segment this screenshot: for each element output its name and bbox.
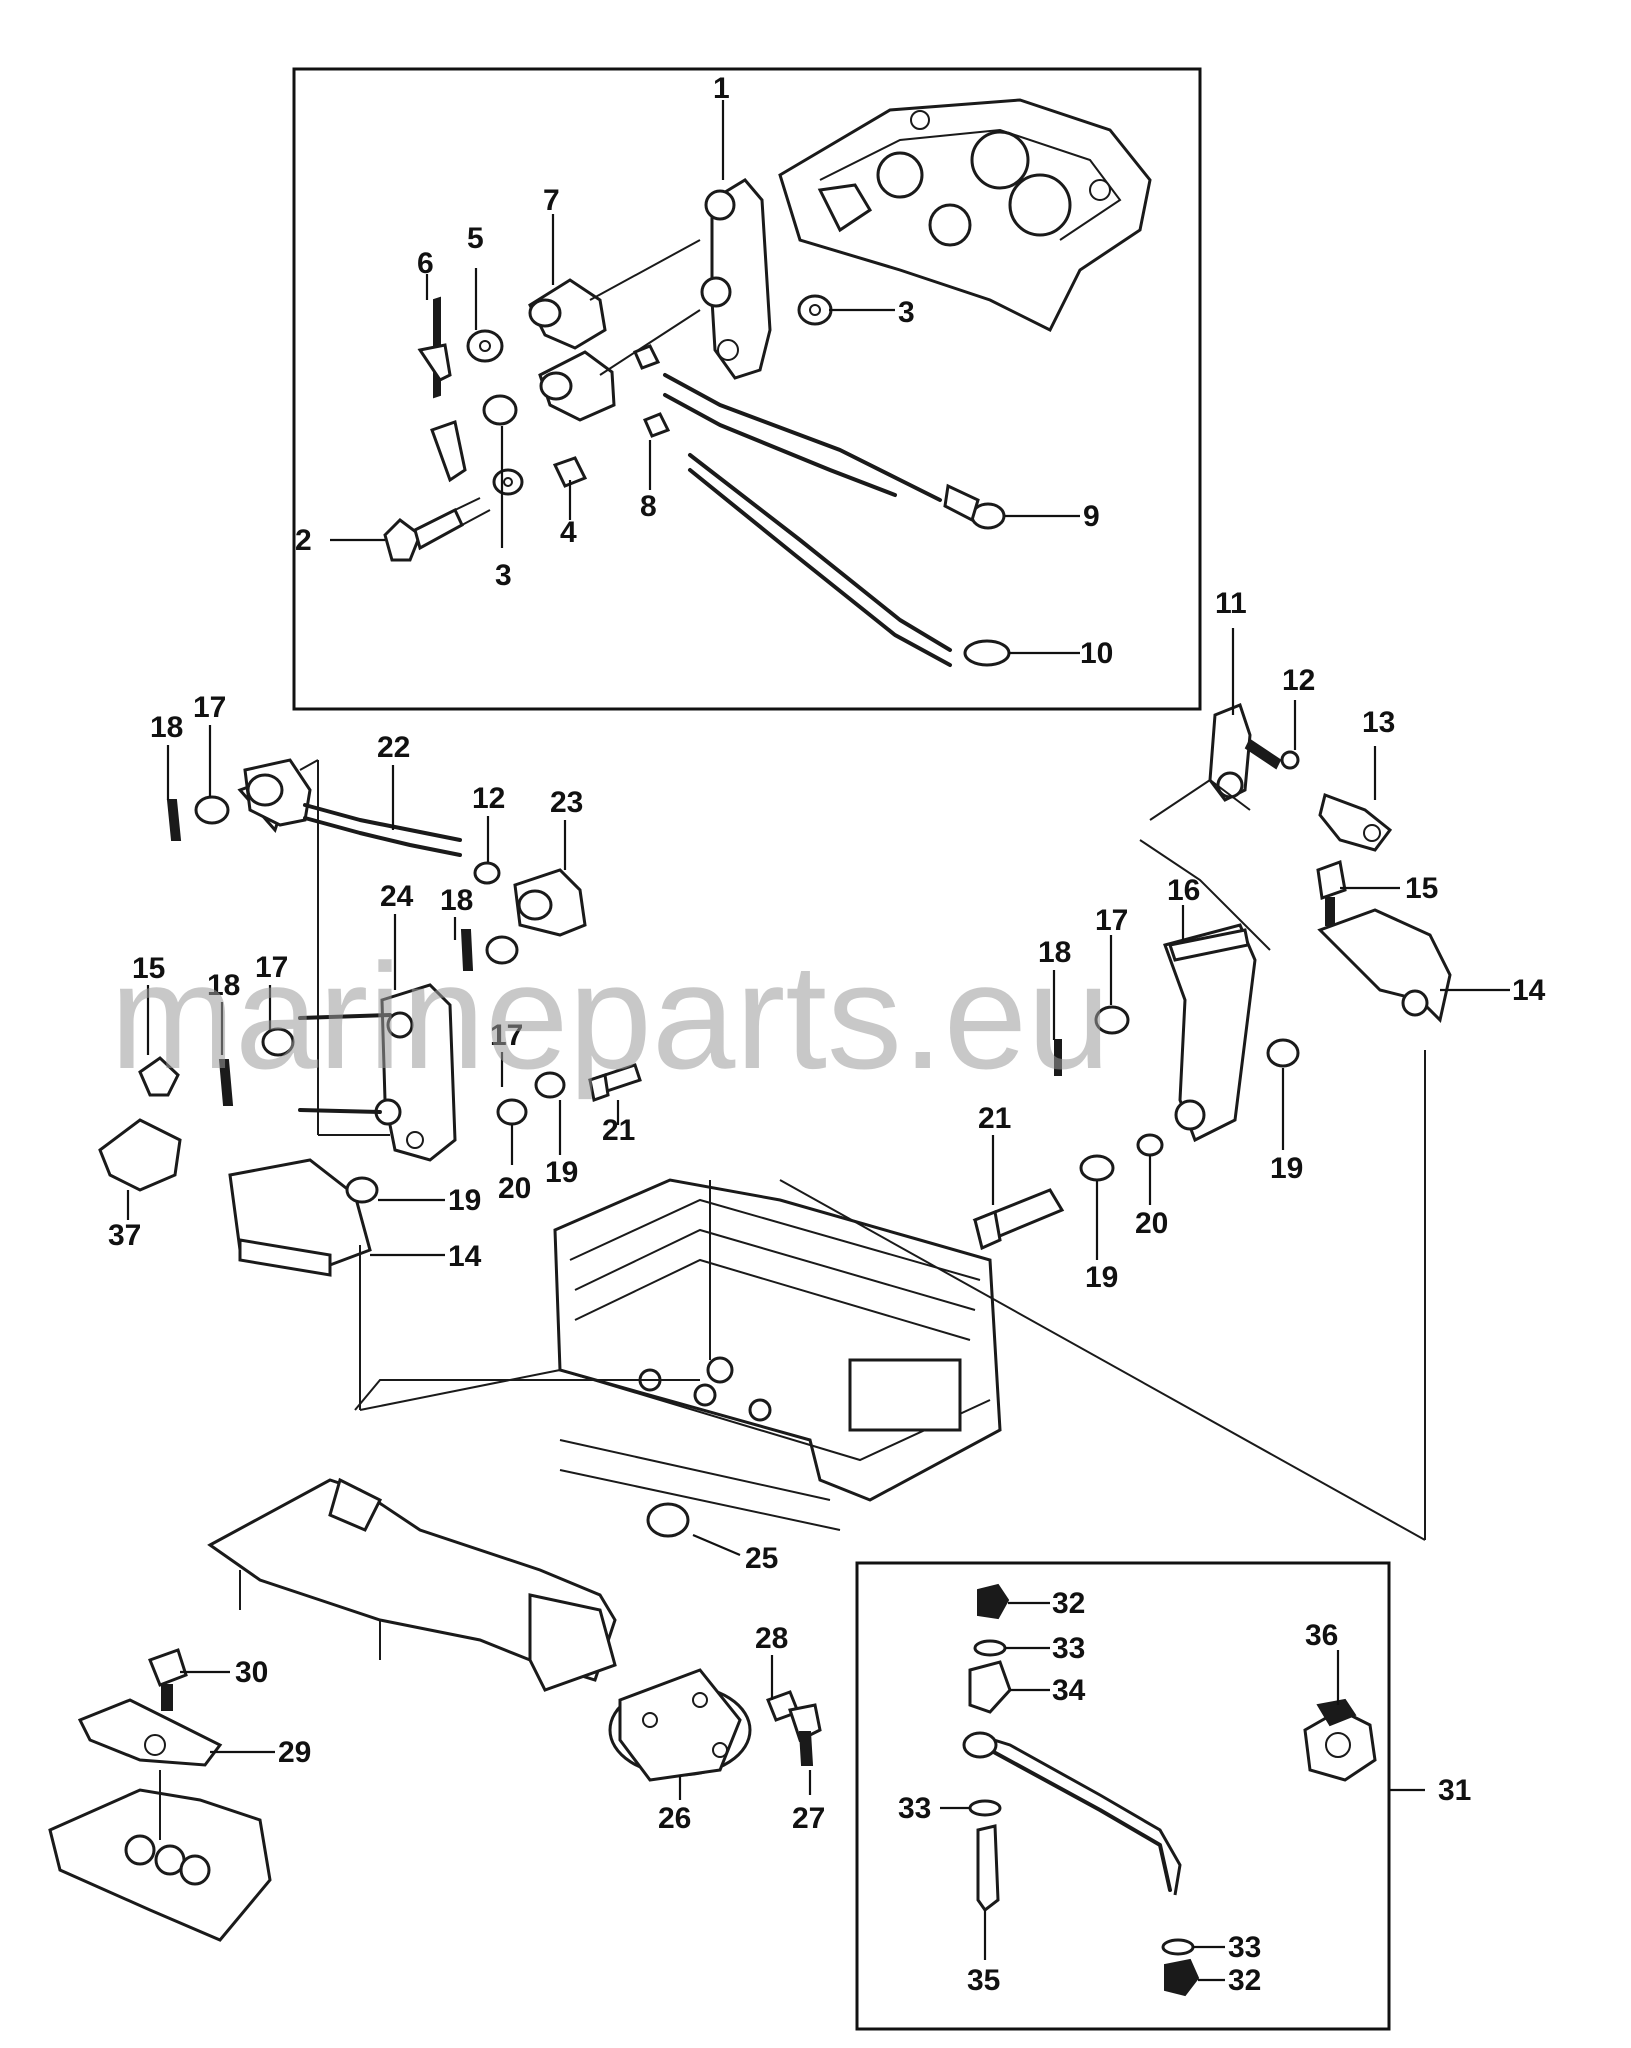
callout-33b: 33 bbox=[898, 1792, 931, 1825]
callout-7: 7 bbox=[543, 184, 560, 217]
bottom-inset-parts bbox=[962, 1583, 1377, 1997]
callout-5: 5 bbox=[467, 222, 484, 255]
left-group-leaders bbox=[126, 725, 620, 1257]
callout-17b: 17 bbox=[255, 951, 288, 984]
lower-bracket-leaders bbox=[678, 1533, 812, 1800]
callout-27: 27 bbox=[792, 1802, 825, 1835]
callout-17a: 17 bbox=[193, 691, 226, 724]
callout-6: 6 bbox=[417, 247, 434, 280]
top-inset-small-parts bbox=[383, 278, 833, 562]
left-linkage-group bbox=[98, 758, 642, 1277]
callout-15a: 15 bbox=[132, 952, 165, 985]
callout-10: 10 bbox=[1080, 637, 1113, 670]
callout-18a: 18 bbox=[150, 711, 183, 744]
callout-12a: 12 bbox=[472, 782, 505, 815]
right-linkage-group bbox=[972, 703, 1452, 1251]
callout-20b: 20 bbox=[1135, 1207, 1168, 1240]
callout-3a: 3 bbox=[898, 296, 915, 329]
callout-labels: 1 7 5 6 3 2 3 4 8 9 10 11 12 13 15 14 16… bbox=[108, 72, 1546, 1997]
callout-14b: 14 bbox=[1512, 974, 1546, 1007]
callout-24: 24 bbox=[380, 880, 414, 913]
callout-14a: 14 bbox=[448, 1240, 482, 1273]
throttle-lever-1 bbox=[700, 178, 772, 380]
bottom-inset-leaders bbox=[940, 1601, 1425, 1982]
callout-1: 1 bbox=[713, 72, 730, 105]
callout-36: 36 bbox=[1305, 1619, 1338, 1652]
carburetor-plate bbox=[778, 98, 1152, 333]
top-inset-frame bbox=[292, 67, 1202, 711]
callout-21a: 21 bbox=[602, 1114, 635, 1147]
callout-3b: 3 bbox=[495, 559, 512, 592]
callout-29: 29 bbox=[278, 1736, 311, 1769]
callout-9: 9 bbox=[1083, 500, 1100, 533]
callout-21b: 21 bbox=[978, 1102, 1011, 1135]
callout-31: 31 bbox=[1438, 1774, 1471, 1807]
callout-26: 26 bbox=[658, 1802, 691, 1835]
callout-32a: 32 bbox=[1052, 1587, 1085, 1620]
linkage-rods bbox=[663, 373, 1011, 667]
lower-bracket bbox=[207, 1477, 822, 1782]
callout-23: 23 bbox=[550, 786, 583, 819]
callout-25: 25 bbox=[745, 1542, 778, 1575]
callout-19b: 19 bbox=[545, 1156, 578, 1189]
callout-32b: 32 bbox=[1228, 1964, 1261, 1997]
right-group-leaders bbox=[991, 628, 1510, 1260]
callout-4: 4 bbox=[560, 516, 577, 549]
callout-20a: 20 bbox=[498, 1172, 531, 1205]
callout-16: 16 bbox=[1167, 874, 1200, 907]
callout-17c: 17 bbox=[490, 1019, 523, 1052]
callout-22: 22 bbox=[377, 731, 410, 764]
callout-37: 37 bbox=[108, 1219, 141, 1252]
callout-19e: 19 bbox=[1270, 1152, 1303, 1185]
callout-17d: 17 bbox=[1095, 904, 1128, 937]
callout-11: 11 bbox=[1215, 587, 1247, 620]
callout-19a: 19 bbox=[448, 1184, 481, 1217]
callout-34: 34 bbox=[1052, 1674, 1086, 1707]
callout-18b: 18 bbox=[440, 884, 473, 917]
callout-8: 8 bbox=[640, 490, 657, 523]
callout-18c: 18 bbox=[207, 969, 240, 1002]
callout-30: 30 bbox=[235, 1656, 268, 1689]
callout-15b: 15 bbox=[1405, 872, 1438, 905]
top-inset-leaders bbox=[330, 100, 1080, 655]
bottom-left-cover bbox=[48, 1648, 275, 1942]
bottom-right-inset-frame bbox=[855, 1561, 1391, 2031]
callout-28: 28 bbox=[755, 1622, 788, 1655]
callout-35: 35 bbox=[967, 1964, 1000, 1997]
engine-housing-section bbox=[354, 1050, 1426, 1541]
callout-33a: 33 bbox=[1052, 1632, 1085, 1665]
callout-2: 2 bbox=[295, 524, 312, 557]
callout-19d: 19 bbox=[1085, 1261, 1118, 1294]
callout-12b: 12 bbox=[1282, 664, 1315, 697]
callout-13: 13 bbox=[1362, 706, 1395, 739]
watermark: marineparts.eu bbox=[110, 932, 1111, 1100]
callout-18d: 18 bbox=[1038, 936, 1071, 969]
callout-33c: 33 bbox=[1228, 1931, 1261, 1964]
